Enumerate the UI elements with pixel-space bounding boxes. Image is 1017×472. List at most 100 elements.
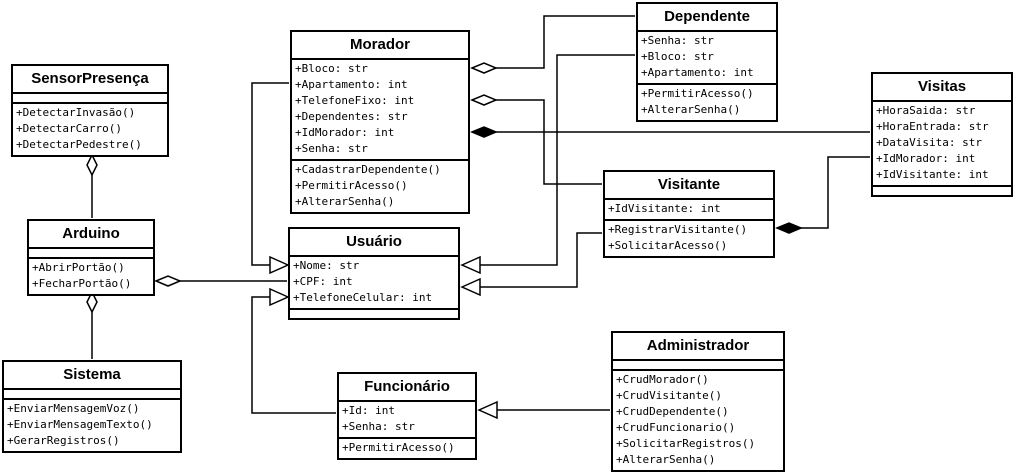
method: +DetectarInvasão() bbox=[16, 106, 136, 119]
inheritance-arrow-icon bbox=[477, 400, 498, 420]
method: +FecharPortão() bbox=[32, 277, 132, 290]
method: +PermitirAcesso() bbox=[641, 87, 754, 100]
method-section: +RegistrarVisitante() +SolicitarAcesso() bbox=[605, 221, 773, 256]
attribute: +IdVisitante: int bbox=[608, 202, 721, 215]
class-name: Arduino bbox=[29, 221, 153, 249]
method: +SolicitarRegistros() bbox=[616, 437, 756, 450]
hollow-diamond-icon bbox=[470, 94, 498, 106]
attribute: +Apartamento: int bbox=[295, 78, 408, 91]
relationship-aggregation-visitante-morador bbox=[470, 94, 602, 185]
class-visitante: Visitante +IdVisitante: int +RegistrarVisi… bbox=[603, 170, 775, 258]
relationship-aggregation-sensor-arduino bbox=[86, 153, 98, 218]
attribute: +TelefoneCelular: int bbox=[293, 291, 433, 304]
attribute: +HoraSaida: str bbox=[876, 104, 976, 117]
method: +AlterarSenha() bbox=[295, 195, 395, 208]
method: +AlterarSenha() bbox=[616, 453, 716, 466]
connector-line bbox=[480, 54, 635, 266]
hollow-diamond-icon bbox=[86, 153, 98, 177]
class-name: Funcionário bbox=[339, 374, 475, 402]
method-section: +AbrirPortão()+FecharPortão() bbox=[29, 259, 153, 294]
relationship-aggregation-sistema-arduino bbox=[86, 290, 98, 359]
attribute-section: +Senha: str+Bloco: str+Apartamento: int bbox=[638, 32, 776, 85]
attribute: +Id: int bbox=[342, 404, 395, 417]
inheritance-arrow-icon bbox=[460, 277, 481, 297]
connector-line bbox=[251, 296, 336, 414]
filled-diamond-icon bbox=[470, 126, 498, 138]
attribute: +CPF: int bbox=[293, 275, 353, 288]
method: +DetectarPedestre() bbox=[16, 138, 142, 151]
filled-diamond-icon bbox=[775, 222, 803, 234]
method-section: +CrudMorador() +CrudVisitante() +CrudDepen… bbox=[613, 371, 783, 470]
class-name: Visitante bbox=[605, 172, 773, 200]
class-name: SensorPresença bbox=[13, 66, 167, 94]
method: +SolicitarAcesso() bbox=[608, 239, 728, 252]
connector-line bbox=[480, 232, 602, 288]
attribute-section: +IdVisitante: int bbox=[605, 200, 773, 221]
method-section: +EnviarMensagemVoz()+EnviarMensagemTexto… bbox=[4, 400, 180, 451]
class-name: Morador bbox=[292, 32, 468, 60]
attribute-section bbox=[13, 94, 167, 104]
attribute: +Senha: str bbox=[342, 420, 415, 433]
connector-line bbox=[472, 15, 635, 69]
attribute: +HoraEntrada: str bbox=[876, 120, 989, 133]
relationship-composition-visitas-morador bbox=[470, 126, 870, 138]
method: +GerarRegistros() bbox=[7, 434, 120, 447]
method-section bbox=[290, 310, 458, 318]
method: +PermitirAcesso() bbox=[295, 179, 408, 192]
method-section bbox=[873, 187, 1011, 195]
method-section: +PermitirAcesso()+AlterarSenha() bbox=[638, 85, 776, 120]
connector-line bbox=[472, 99, 602, 185]
attribute: +Nome: str bbox=[293, 259, 360, 272]
class-usuario: Usuário +Nome: str +CPF: int +TelefoneCelul… bbox=[288, 227, 460, 320]
method: +RegistrarVisitante() bbox=[608, 223, 748, 236]
class-arduino: Arduino +AbrirPortão()+FecharPortão() bbox=[27, 219, 155, 296]
attribute: +Dependentes: str bbox=[295, 110, 408, 123]
method-section: +CadastrarDependente() +PermitirAcesso() +… bbox=[292, 161, 468, 212]
method: +CrudVisitante() bbox=[616, 389, 722, 402]
class-visitas: Visitas+HoraSaida: str+HoraEntrada: str+… bbox=[871, 72, 1013, 197]
method: +CadastrarDependente() bbox=[295, 163, 441, 176]
relationship-generalization-administrador-funcionario bbox=[477, 400, 610, 420]
attribute-section: +Bloco: str +Apartamento: int +TelefoneFix… bbox=[292, 60, 468, 161]
inheritance-arrow-icon bbox=[460, 255, 481, 275]
class-morador: Morador +Bloco: str +Apartamento: int +Tele… bbox=[290, 30, 470, 214]
relationship-generalization-visitante-usuario bbox=[460, 232, 602, 297]
attribute: +IdMorador: int bbox=[876, 152, 976, 165]
attribute-section bbox=[29, 249, 153, 259]
relationship-composition-visitas-visitante bbox=[775, 156, 870, 234]
relationship-aggregation-usuario-arduino bbox=[154, 275, 287, 287]
attribute: +IdMorador: int bbox=[295, 126, 395, 139]
class-dependente: Dependente+Senha: str+Bloco: str+Apartam… bbox=[636, 2, 778, 122]
hollow-diamond-icon bbox=[154, 275, 182, 287]
class-name: Visitas bbox=[873, 74, 1011, 102]
relationship-generalization-morador-usuario bbox=[251, 82, 290, 275]
method: +CrudDependente() bbox=[616, 405, 729, 418]
method: +DetectarCarro() bbox=[16, 122, 122, 135]
attribute: +IdVisitante: int bbox=[876, 168, 989, 181]
inheritance-arrow-icon bbox=[269, 255, 290, 275]
relationship-generalization-dependente-usuario bbox=[460, 54, 635, 275]
method: +PermitirAcesso() bbox=[342, 441, 455, 454]
class-sistema: Sistema +EnviarMensagemVoz()+EnviarMensag… bbox=[2, 360, 182, 453]
method-section: +PermitirAcesso() bbox=[339, 439, 475, 458]
attribute-section: +HoraSaida: str +HoraEntrada: str +DataVis… bbox=[873, 102, 1011, 187]
relationship-generalization-funcionario-usuario bbox=[251, 287, 336, 414]
class-name: Dependente bbox=[638, 4, 776, 32]
attribute-section: +Nome: str +CPF: int +TelefoneCelular: int bbox=[290, 257, 458, 310]
connector-line bbox=[777, 156, 870, 229]
attribute: +TelefoneFixo: int bbox=[295, 94, 415, 107]
attribute: +Apartamento: int bbox=[641, 66, 754, 79]
attribute: +DataVisita: str bbox=[876, 136, 982, 149]
method: +CrudMorador() bbox=[616, 373, 709, 386]
class-sensor: SensorPresença +DetectarInvasão() +Detecta… bbox=[11, 64, 169, 157]
hollow-diamond-icon bbox=[470, 62, 498, 74]
class-name: Usuário bbox=[290, 229, 458, 257]
attribute: +Senha: str bbox=[641, 34, 714, 47]
inheritance-arrow-icon bbox=[269, 287, 290, 307]
class-name: Sistema bbox=[4, 362, 180, 390]
attribute: +Bloco: str bbox=[295, 62, 368, 75]
attribute-section: +Id: int +Senha: str bbox=[339, 402, 475, 439]
attribute: +Senha: str bbox=[295, 142, 368, 155]
method: +EnviarMensagemVoz() bbox=[7, 402, 140, 415]
